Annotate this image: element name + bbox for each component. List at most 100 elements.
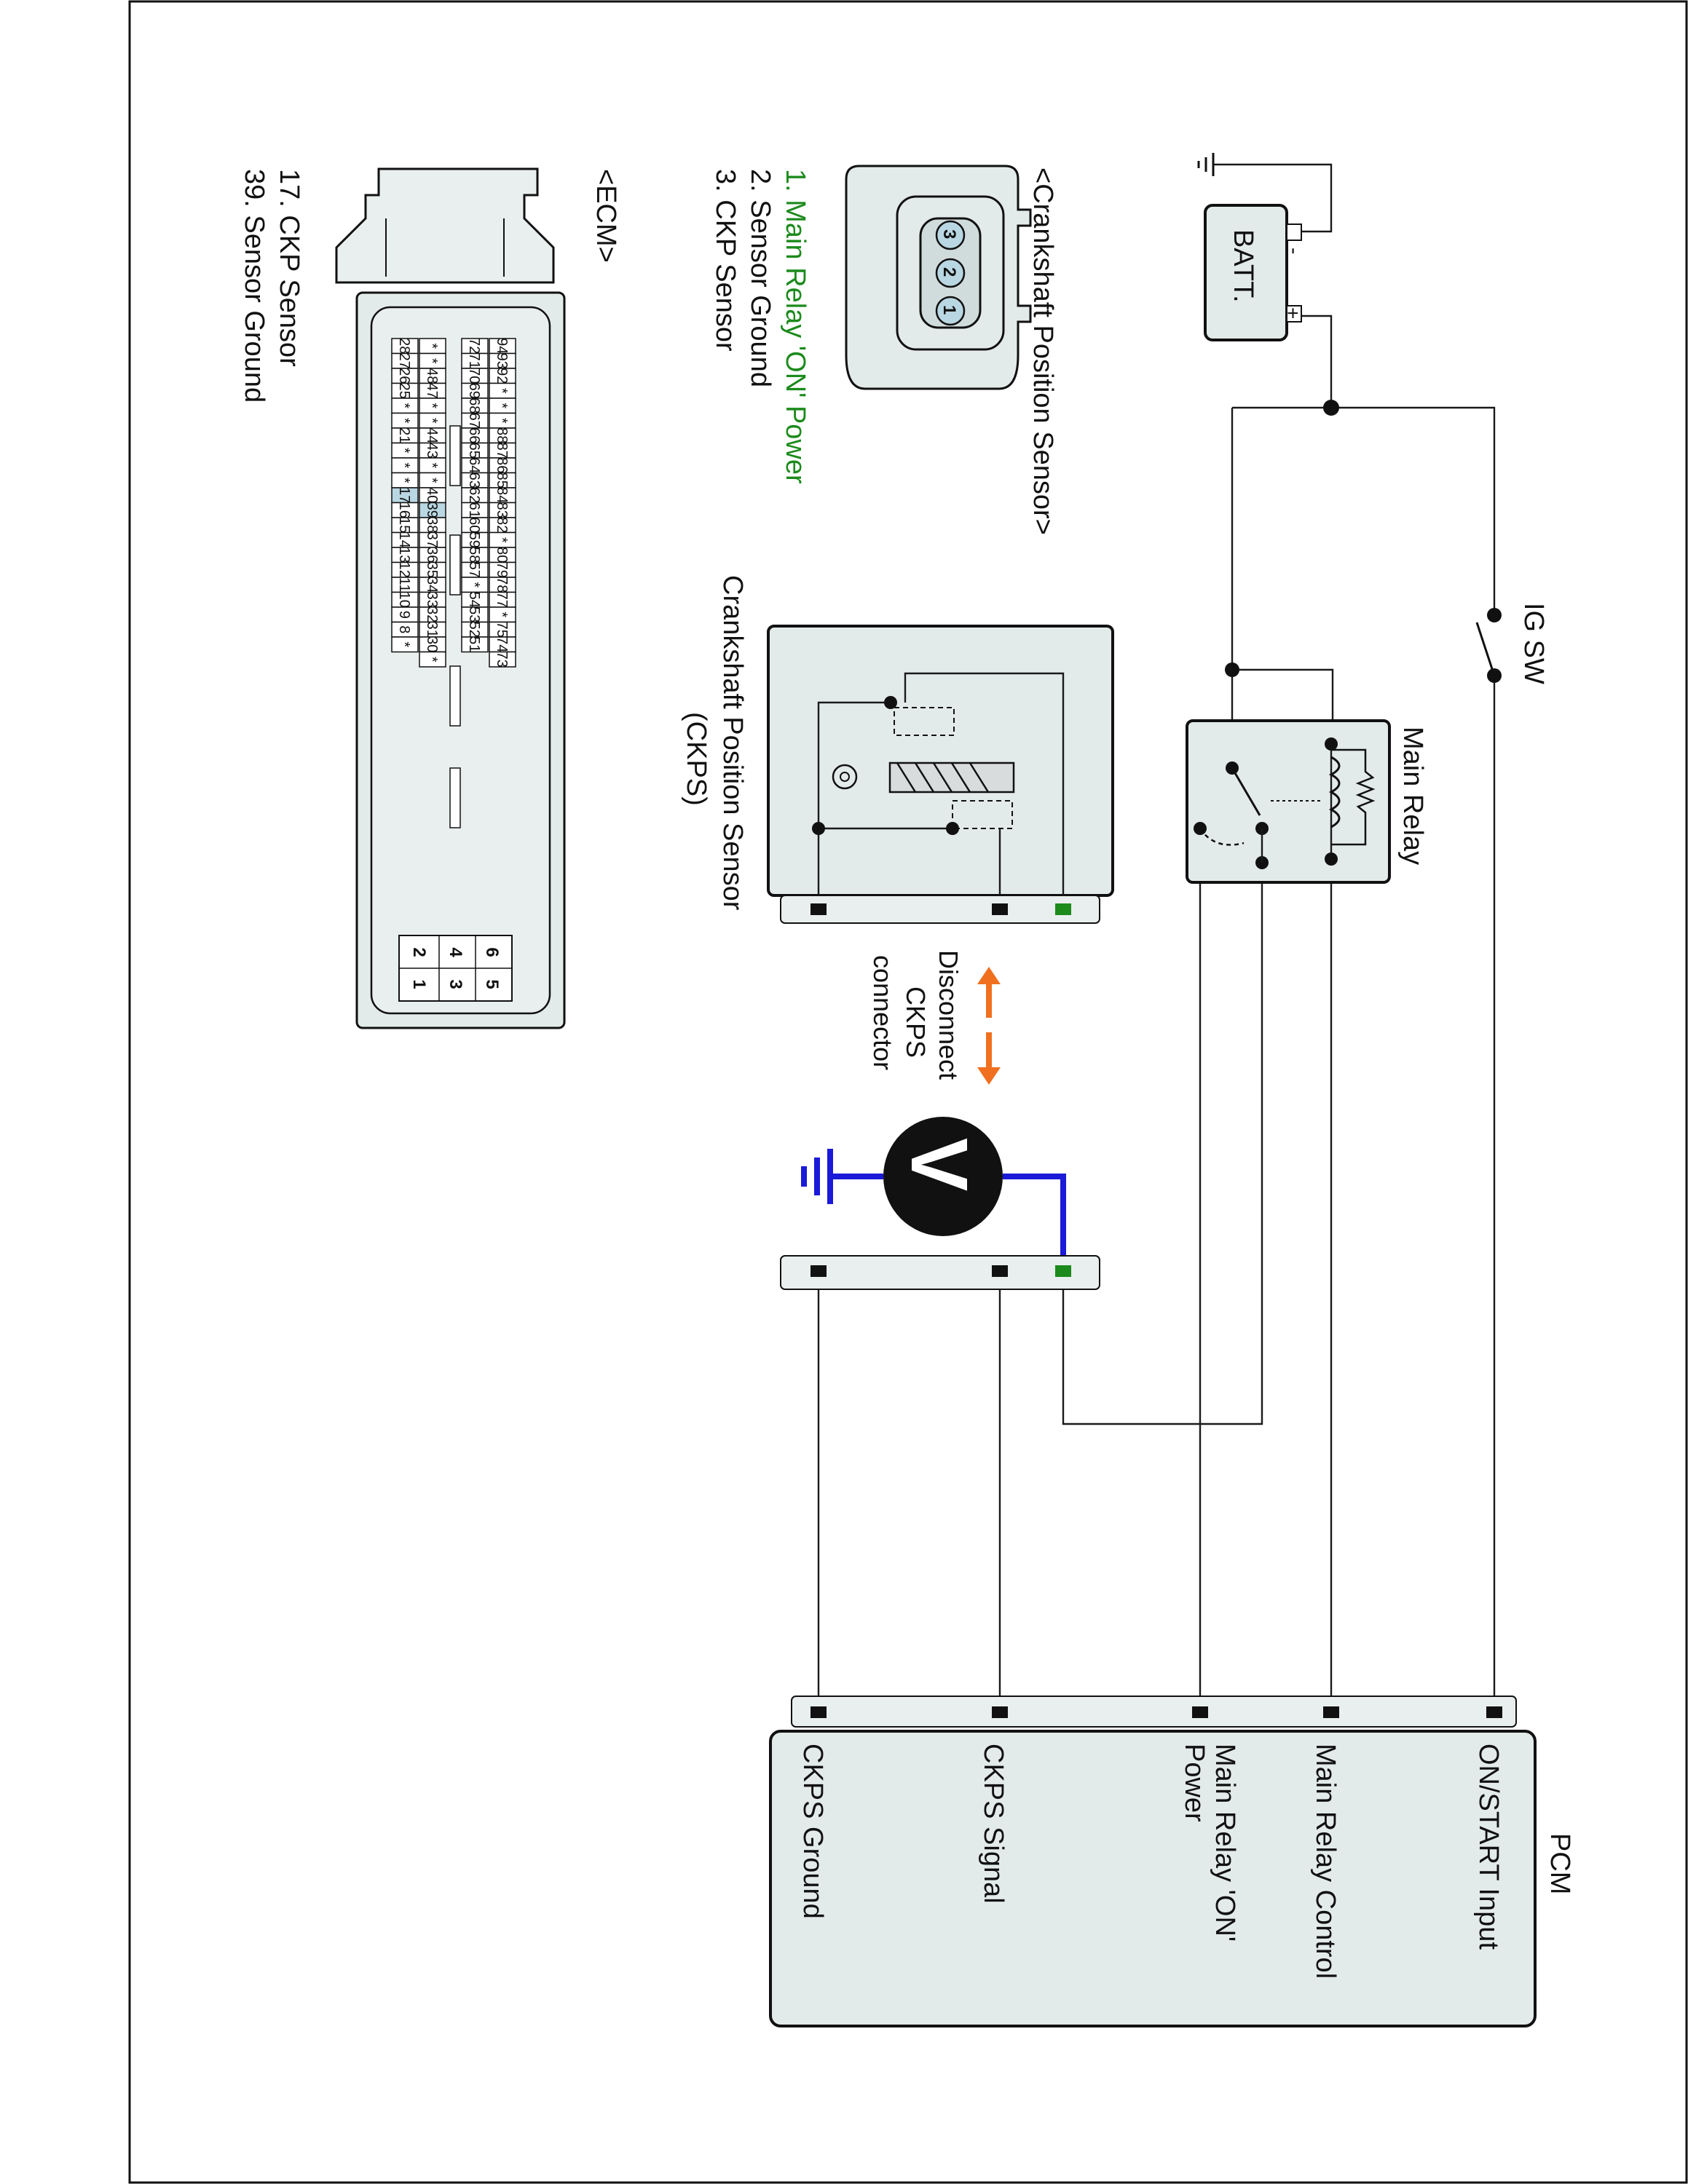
ckps-pin-signal	[992, 903, 1008, 915]
ecm-pin-label: 67	[466, 413, 482, 429]
ecm-pin-label: *	[396, 418, 412, 424]
ecm-legend-1: 17. CKP Sensor	[274, 169, 304, 367]
ckps-harness-connector	[780, 1255, 1100, 1290]
ecm-pin-label: 88	[494, 427, 510, 443]
sensor-node-dot	[946, 822, 959, 835]
pcm-terminal-ckps-ground: CKPS Ground	[797, 1744, 828, 1919]
relay-switch-blade-icon	[1231, 767, 1261, 816]
sensor-gear-icon	[832, 764, 858, 790]
ecm-pin-label: 62	[466, 487, 482, 503]
pcm-pin	[811, 1706, 827, 1718]
ecm-pin-label: *	[424, 403, 440, 408]
ckps-sensor-connector	[780, 895, 1100, 924]
ecm-pin-label: 44	[424, 427, 440, 443]
ckps-sensor: Crankshaft Position Sensor (CKPS)	[681, 575, 1114, 924]
harness-pin-ground	[811, 1265, 827, 1277]
ecm-pin-label: 39	[424, 502, 440, 518]
ecm-pin-label: 32	[424, 606, 440, 622]
pcm-pin	[1192, 1706, 1208, 1718]
pcm-terminal-main-relay-on-line1: Main Relay 'ON'	[1210, 1744, 1240, 1942]
ecm-pin-label: 9	[396, 611, 412, 619]
voltmeter-lead-positive	[1003, 1174, 1066, 1270]
ckps-pin-label: 1	[939, 305, 959, 314]
main-relay: Main Relay	[1186, 719, 1428, 884]
ecm-pin-label: 87	[494, 443, 510, 459]
pcm-connector	[791, 1696, 1517, 1728]
junction-dot	[1225, 662, 1239, 677]
harness-pin-power	[1055, 1265, 1071, 1277]
pcm: PCM ON/START Input Main Relay Control Ma…	[769, 1696, 1575, 2027]
battery-minus-wire	[1213, 163, 1333, 233]
ckps-pin-label: 2	[939, 267, 959, 277]
disconnect-annotation: Disconnect CKPS connector	[868, 950, 1001, 1085]
battery-label: BATT.	[1228, 229, 1258, 303]
pcm-pin	[1486, 1706, 1502, 1718]
battery-plus-wire	[1289, 314, 1333, 408]
ecm-pin-label: 72	[466, 338, 482, 354]
relay-terminal-dot	[1325, 852, 1338, 866]
ecm-pin-label: 64	[466, 457, 482, 473]
ckps-sensor-label-line2: (CKPS)	[681, 712, 711, 806]
ecm-pin-label: *	[494, 403, 510, 408]
sensor-node-dot	[884, 696, 897, 709]
ecm-pin-label: 57	[466, 562, 482, 578]
ecm-pin-label: *	[396, 641, 412, 647]
ecm-pin-label: 40	[424, 487, 440, 503]
switch-contact-icon	[1487, 608, 1502, 622]
ecm-pin-cell	[391, 636, 419, 653]
ecm-pin-label: *	[424, 343, 440, 349]
battery-body	[1204, 204, 1288, 341]
ckps-legend-2: 2. Sensor Ground	[745, 169, 776, 387]
ecm-pin-label: 15	[396, 517, 412, 533]
ecm-pin-label: 58	[466, 547, 482, 563]
ecm-pin-label: *	[424, 418, 440, 424]
ecm-pin-label: 71	[466, 353, 482, 369]
ecm-pin-label: 26	[396, 368, 412, 384]
ecm-pin-label: 59	[466, 532, 482, 548]
ig-switch-label: IG SW	[1518, 603, 1549, 684]
sensor-gear-hub-icon	[840, 772, 850, 782]
ecm-pin-label: *	[396, 403, 412, 408]
wires	[817, 163, 1496, 1713]
ecm-pin-grid: 949392***88878685848382*80797877*7574737…	[391, 338, 516, 828]
ecm-pin-label: 43	[424, 443, 440, 459]
ecm-small-pin-label: 2	[409, 947, 429, 957]
ecm-pin-label: 28	[396, 338, 412, 354]
ecm-pin-label: 70	[466, 368, 482, 384]
ecm-pin-label: 27	[396, 353, 412, 369]
ecm-pin-cell	[489, 651, 516, 668]
ecm-pin-label: 63	[466, 472, 482, 488]
ecm-pin-label: 37	[424, 532, 440, 548]
voltmeter: V	[801, 1117, 1066, 1270]
ecm-pin-label: 8	[396, 625, 412, 633]
ecm-pin-label: 75	[494, 622, 510, 638]
ckps-legend-1: 1. Main Relay 'ON' Power	[780, 169, 811, 484]
ecm-pin-label: 12	[396, 562, 412, 578]
ecm-pin-label: 86	[494, 457, 510, 473]
page-border	[128, 0, 1688, 2184]
harness-connector-body	[780, 1255, 1100, 1290]
ecm-pin-label: 34	[424, 577, 440, 593]
battery-minus-sign: -	[1283, 248, 1306, 254]
pcm-terminal-main-relay-on-line2: Power	[1179, 1744, 1210, 1822]
battery: BATT. - +	[1197, 153, 1306, 341]
pcm-title: PCM	[1545, 1833, 1575, 1894]
ecm-pin-label: 83	[494, 502, 510, 518]
ecm-pin-label: 77	[494, 592, 510, 608]
ecm-pin-label: 69	[466, 383, 482, 399]
pcm-pin	[1323, 1706, 1339, 1718]
ecm-pin-label: 79	[494, 562, 510, 578]
pcm-pin	[992, 1706, 1008, 1718]
ckps-pin-icon	[935, 296, 966, 326]
ecm-pin-label: *	[424, 462, 440, 468]
annotation-line1: Disconnect	[934, 950, 963, 1080]
ecm-pin-label: 84	[494, 487, 510, 503]
ecm-pin-label: 25	[396, 383, 412, 399]
ecm-pin-label: *	[494, 612, 510, 617]
ecm-pin-cell	[419, 651, 446, 668]
ecm-pin-label: 14	[396, 532, 412, 548]
ecm-pin-label: *	[396, 478, 412, 483]
voltmeter-icon	[883, 1117, 1003, 1236]
ecm-pin-label: 94	[494, 338, 510, 354]
